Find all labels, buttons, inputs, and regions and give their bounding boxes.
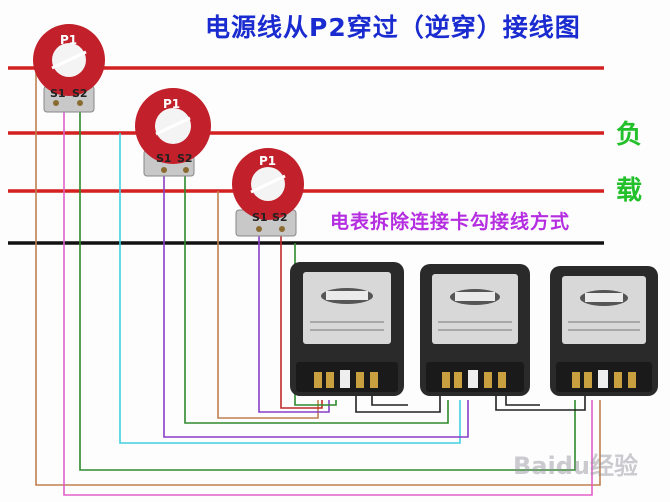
energy-meter-2	[420, 264, 530, 396]
wire-neutral-link-1	[355, 395, 441, 413]
wire-purple-b	[163, 172, 469, 438]
ct2-s1-label: S1	[156, 152, 172, 165]
wire-brown	[35, 68, 601, 486]
ct2-p1-label: P1	[163, 97, 180, 111]
wire-green-b	[184, 172, 449, 424]
ct1-p1-label: P1	[60, 33, 77, 47]
load-label-bottom: 载	[616, 176, 643, 206]
wire-cyan	[119, 133, 461, 444]
current-transformer-3	[232, 148, 304, 237]
wire-neutral-link-2	[371, 395, 408, 406]
ct3-s2-label: S2	[272, 211, 288, 224]
wire-purple-c	[258, 230, 330, 413]
ct2-s2-label: S2	[177, 152, 193, 165]
watermark: Baidu经验	[513, 452, 638, 480]
ct3-p1-label: P1	[259, 154, 276, 168]
energy-meter-1	[290, 262, 404, 396]
wire-neutral-link-3	[495, 395, 586, 411]
wire-brown-b	[217, 191, 319, 419]
wire-green-a	[79, 110, 576, 471]
ct3-s1-label: S1	[252, 211, 268, 224]
ct1-s1-label: S1	[50, 87, 66, 100]
wire-pink-a	[63, 110, 593, 496]
wire-neutral-link-4	[505, 395, 540, 406]
wiring-method-caption: 电表拆除连接卡勾接线方式	[330, 211, 571, 233]
energy-meter-3	[550, 266, 658, 396]
load-label-top: 负	[616, 120, 643, 150]
current-transformer-1	[33, 24, 105, 113]
wire-red-c	[280, 230, 323, 409]
current-transformer-2	[135, 88, 211, 177]
diagram-title: 电源线从P2穿过（逆穿）接线图	[205, 13, 581, 42]
ct1-s2-label: S2	[72, 87, 88, 100]
